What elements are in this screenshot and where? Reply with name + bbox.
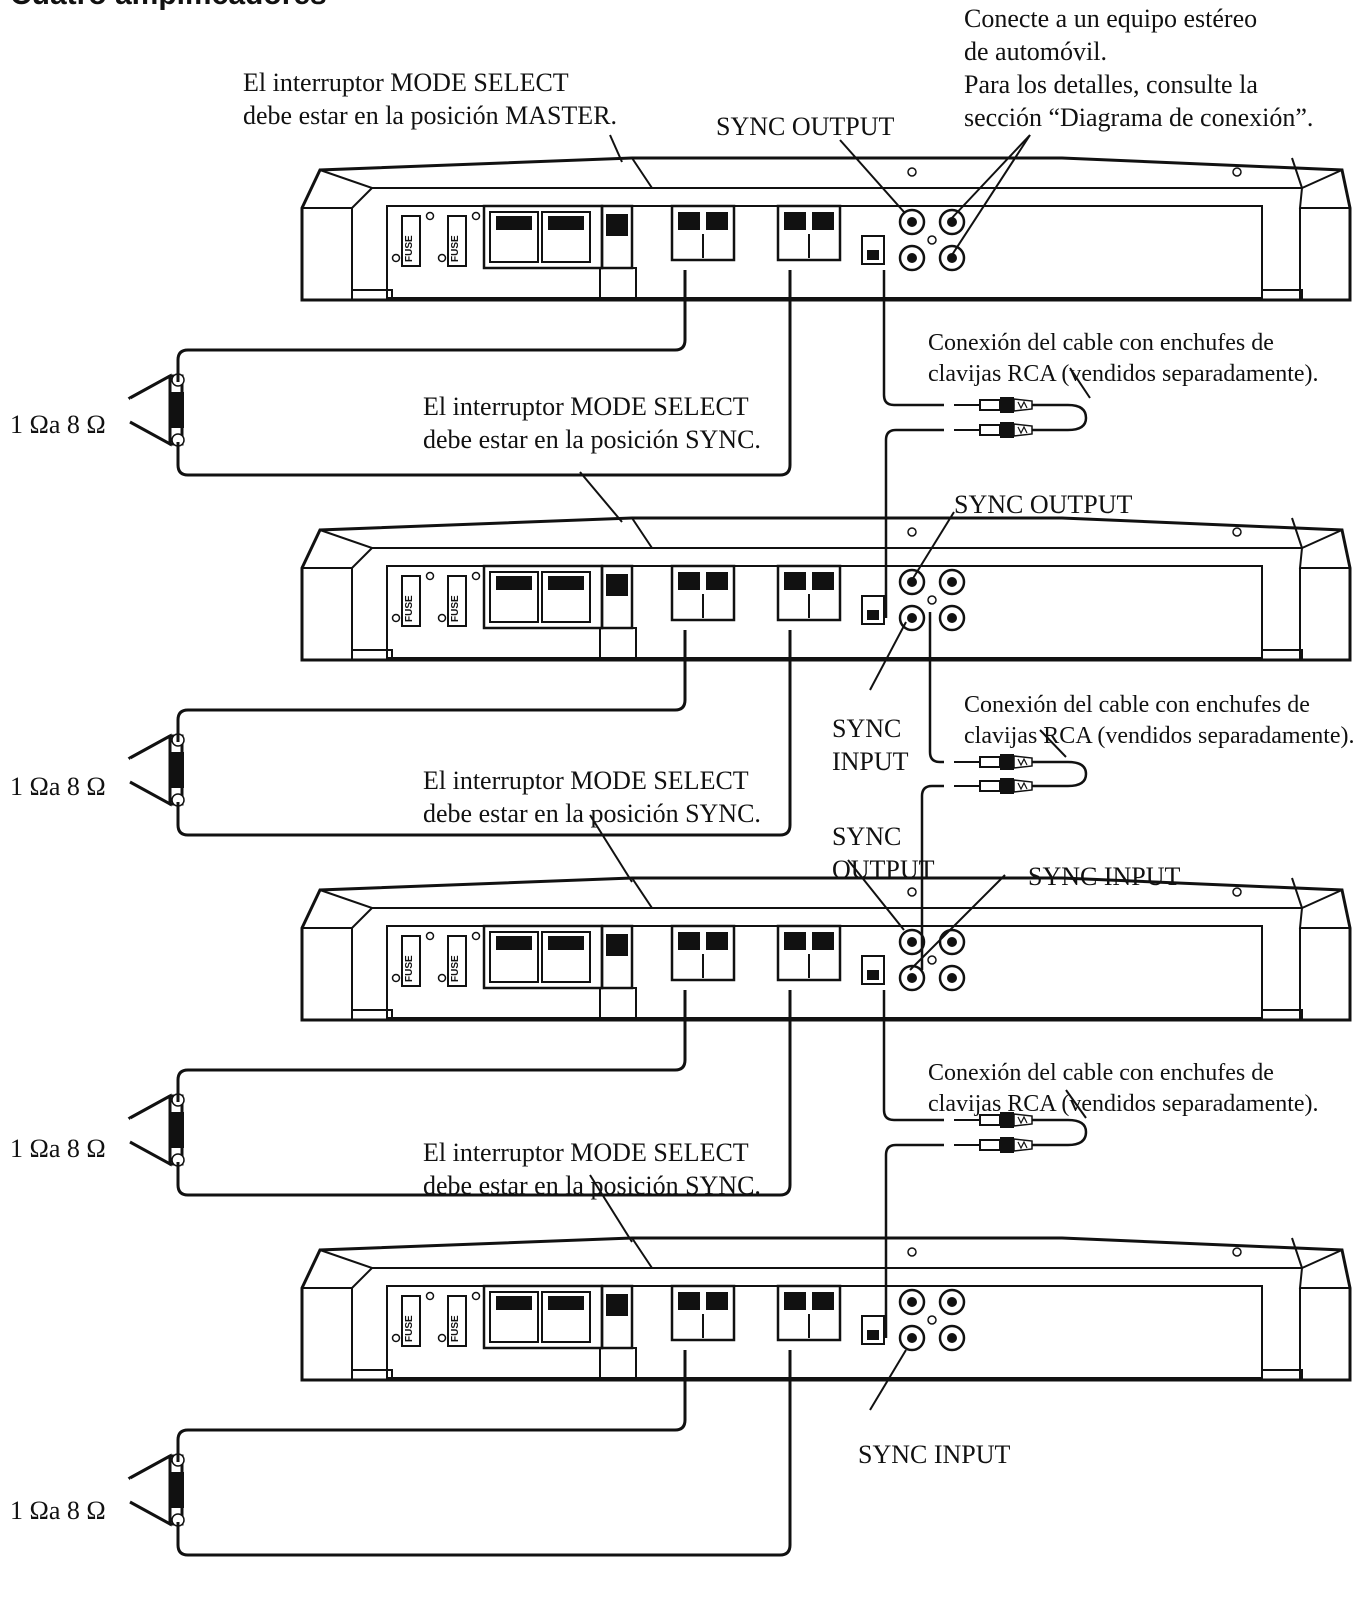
rca-plugs-1 xyxy=(953,396,1033,439)
fuse-label-2b: FUSE xyxy=(450,595,461,622)
speaker-wire-3-minus xyxy=(176,990,792,1197)
amplifier-4 xyxy=(300,1236,1352,1382)
fuse-label-4b: FUSE xyxy=(450,1315,461,1342)
amplifier-3 xyxy=(300,876,1352,1022)
rca-cable-3-in xyxy=(884,1143,944,1338)
speaker-impedance-1: 1 Ωa 8 Ω xyxy=(10,410,106,439)
speaker-impedance-4: 1 Ωa 8 Ω xyxy=(10,1496,106,1525)
sync-input-label-3: SYNC INPUT xyxy=(1028,862,1181,891)
speaker-wire-4-minus xyxy=(176,1350,792,1557)
fuse-label-2a: FUSE xyxy=(404,595,415,622)
speaker-2 xyxy=(128,732,186,808)
speaker-wire-4-plus xyxy=(176,1350,687,1462)
speaker-1 xyxy=(128,372,186,448)
rca-cable-2-loop xyxy=(1020,760,1088,788)
speaker-impedance-3: 1 Ωa 8 Ω xyxy=(10,1134,106,1163)
rca-cable-1-in xyxy=(884,428,944,618)
rca-cable-2-in xyxy=(920,784,944,970)
amplifier-1 xyxy=(300,156,1352,302)
speaker-wire-1-minus xyxy=(176,270,792,477)
rca-cable-1-loop xyxy=(1020,403,1088,432)
rca-cable-1-out xyxy=(882,270,944,407)
speaker-3 xyxy=(128,1092,186,1168)
sync-output-label-1: SYNC OUTPUT xyxy=(716,112,895,141)
fuse-label-4a: FUSE xyxy=(404,1315,415,1342)
speaker-4 xyxy=(128,1452,186,1528)
rca-cable-2-out xyxy=(928,612,944,764)
fuse-label-3a: FUSE xyxy=(404,955,415,982)
speaker-wire-2-minus xyxy=(176,630,792,837)
sync-output-label-2: SYNC OUTPUT xyxy=(954,490,1133,519)
fuse-label-1b: FUSE xyxy=(450,235,461,262)
rca-cable-3-loop xyxy=(1020,1118,1088,1147)
sync-input-label-4: SYNC INPUT xyxy=(858,1440,1011,1469)
rca-plugs-2 xyxy=(953,753,1033,795)
speaker-wire-1-plus xyxy=(176,270,687,382)
rca-cable-3-out xyxy=(882,990,944,1122)
amplifier-2 xyxy=(300,516,1352,662)
fuse-label-1a: FUSE xyxy=(404,235,415,262)
page-title: Cuatro amplificadores xyxy=(10,0,327,12)
speaker-wire-2-plus xyxy=(176,630,687,742)
fuse-label-3b: FUSE xyxy=(450,955,461,982)
speaker-wire-3-plus xyxy=(176,990,687,1102)
speaker-impedance-2: 1 Ωa 8 Ω xyxy=(10,772,106,801)
